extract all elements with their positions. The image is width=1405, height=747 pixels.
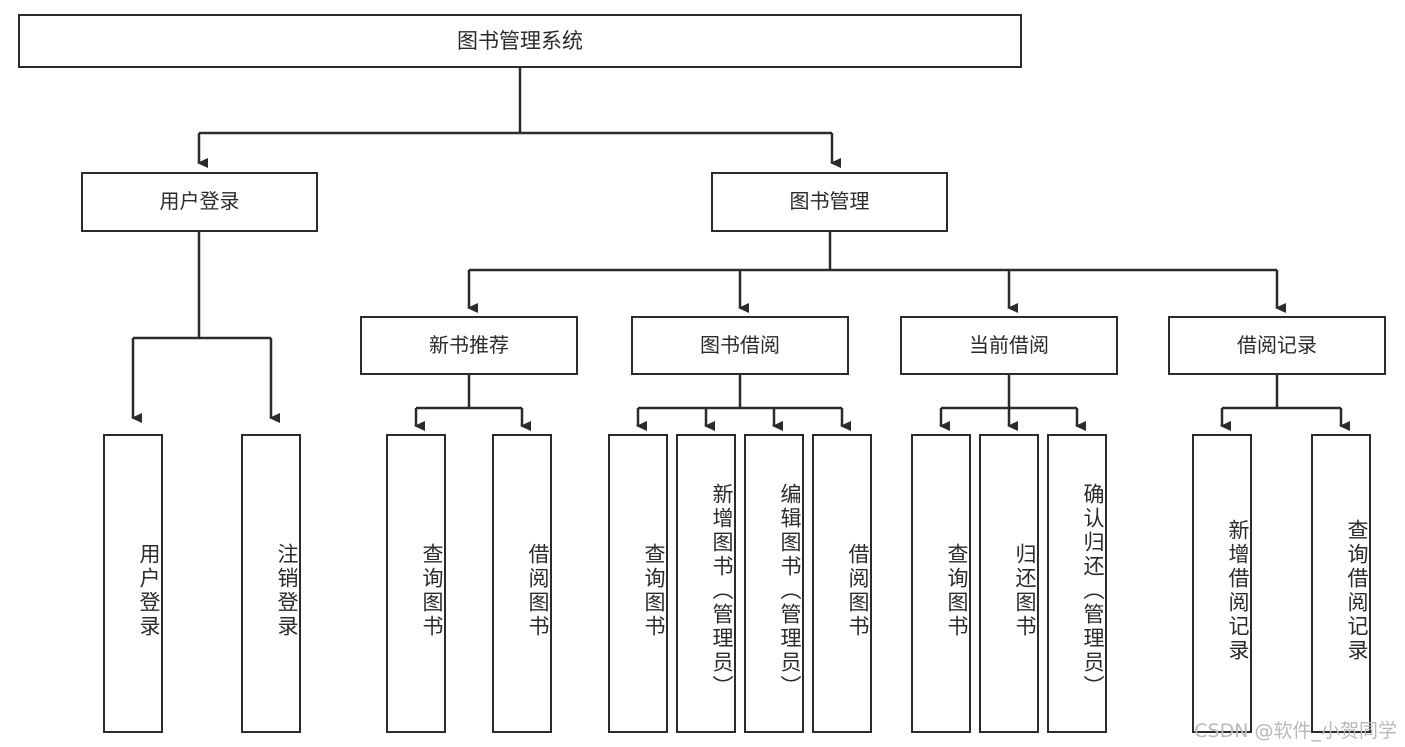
node-new-book-recommend-label: 新书推荐 — [429, 332, 509, 357]
node-root-label: 图书管理系统 — [457, 28, 583, 53]
leaf-book-borrow-edit[interactable]: 编辑图书（管理员） — [744, 434, 804, 733]
leaf-label: 编辑图书（管理员） — [778, 482, 802, 699]
leaf-label: 归还图书 — [1013, 542, 1037, 639]
node-new-book-recommend[interactable]: 新书推荐 — [360, 316, 578, 375]
leaf-book-borrow-add[interactable]: 新增图书（管理员） — [676, 434, 736, 733]
leaf-book-borrow-borrow[interactable]: 借阅图书 — [812, 434, 872, 733]
node-borrow-record[interactable]: 借阅记录 — [1168, 316, 1386, 375]
node-book-management[interactable]: 图书管理 — [711, 172, 948, 232]
leaf-book-borrow-query[interactable]: 查询图书 — [608, 434, 668, 733]
node-book-management-label: 图书管理 — [789, 189, 870, 214]
leaf-label: 借阅图书 — [526, 542, 550, 639]
leaf-user-login-logout[interactable]: 注销登录 — [241, 434, 301, 733]
leaf-current-borrow-query[interactable]: 查询图书 — [911, 434, 971, 733]
leaf-label: 确认归还（管理员） — [1081, 482, 1105, 699]
leaf-label: 查询图书 — [420, 542, 444, 639]
node-user-login[interactable]: 用户登录 — [81, 172, 318, 232]
leaf-label: 查询图书 — [642, 542, 666, 639]
node-current-borrow[interactable]: 当前借阅 — [900, 316, 1118, 375]
leaf-label: 借阅图书 — [846, 542, 870, 639]
node-current-borrow-label: 当前借阅 — [969, 332, 1049, 357]
leaf-current-borrow-confirm-return[interactable]: 确认归还（管理员） — [1047, 434, 1107, 733]
leaf-borrow-record-query[interactable]: 查询借阅记录 — [1311, 434, 1371, 733]
leaf-label: 查询借阅记录 — [1345, 518, 1369, 663]
leaf-label: 用户登录 — [137, 542, 161, 639]
node-book-borrow[interactable]: 图书借阅 — [631, 316, 849, 375]
leaf-new-book-borrow[interactable]: 借阅图书 — [492, 434, 552, 733]
leaf-current-borrow-return[interactable]: 归还图书 — [979, 434, 1039, 733]
leaf-label: 注销登录 — [275, 542, 299, 639]
leaf-user-login-login[interactable]: 用户登录 — [103, 434, 163, 733]
leaf-label: 新增图书（管理员） — [710, 482, 734, 699]
leaf-label: 查询图书 — [945, 542, 969, 639]
node-root[interactable]: 图书管理系统 — [18, 14, 1022, 68]
leaf-borrow-record-add[interactable]: 新增借阅记录 — [1192, 434, 1252, 733]
node-borrow-record-label: 借阅记录 — [1237, 332, 1317, 357]
node-book-borrow-label: 图书借阅 — [700, 332, 780, 357]
leaf-label: 新增借阅记录 — [1226, 518, 1250, 663]
node-user-login-label: 用户登录 — [159, 189, 240, 214]
leaf-new-book-query[interactable]: 查询图书 — [386, 434, 446, 733]
csdn-watermark: CSDN @软件_小贺同学 — [1194, 720, 1397, 742]
